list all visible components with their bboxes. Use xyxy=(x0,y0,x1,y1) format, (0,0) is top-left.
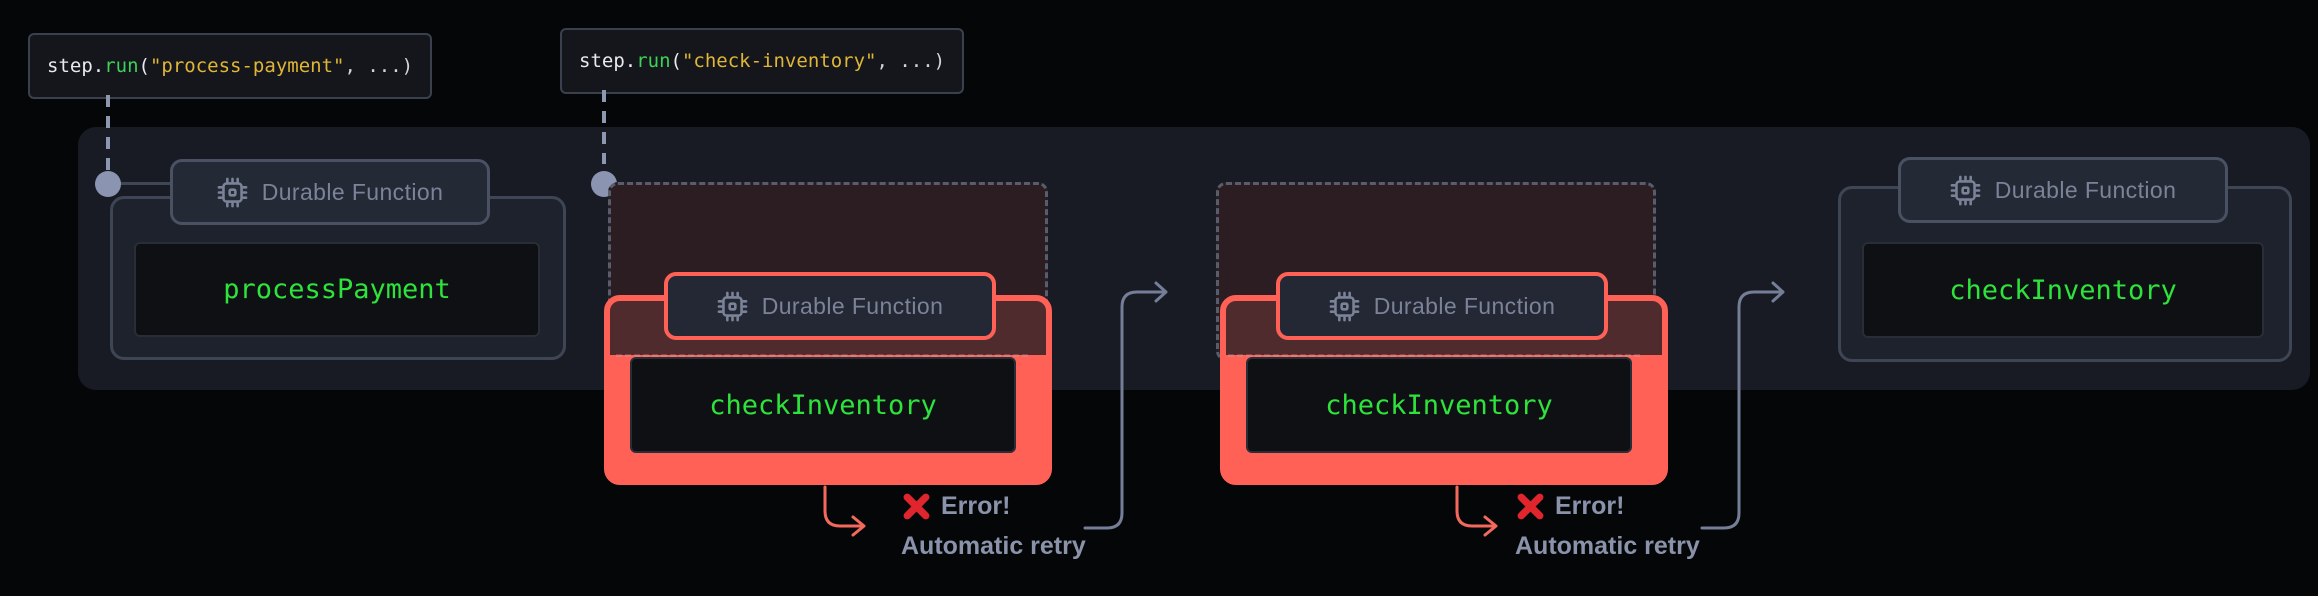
cpu-icon xyxy=(217,177,248,207)
error-annotation: Error! Automatic retry xyxy=(1515,489,1775,561)
durable-function-badge: Durable Function xyxy=(1898,157,2228,223)
flow-dot xyxy=(95,171,121,197)
function-name-box: processPayment xyxy=(134,242,540,337)
function-name: processPayment xyxy=(223,274,451,305)
function-name: checkInventory xyxy=(1949,274,2177,306)
dashed-connector xyxy=(602,90,606,164)
durable-function-badge: Durable Function xyxy=(664,272,996,340)
code-token: "check-inventory" xyxy=(681,50,877,72)
function-name-box: checkInventory xyxy=(1246,357,1632,453)
badge-label: Durable Function xyxy=(761,292,944,319)
code-token: step. xyxy=(47,55,105,77)
code-token: run xyxy=(104,55,139,77)
durable-function-badge: Durable Function xyxy=(170,159,490,225)
connector-line xyxy=(118,182,174,185)
error-x-icon xyxy=(903,493,930,519)
function-name-box: checkInventory xyxy=(630,357,1016,453)
cpu-icon xyxy=(717,291,748,321)
badge-label: Durable Function xyxy=(1373,292,1556,319)
durable-function-badge: Durable Function xyxy=(1276,272,1608,340)
code-token: ( xyxy=(670,50,682,72)
ghost-bottom-dashes xyxy=(1228,354,1640,357)
cpu-icon xyxy=(1950,175,1981,205)
ghost-bottom-dashes xyxy=(616,354,1028,357)
code-label-process-payment: step.run("process-payment", ...) xyxy=(28,33,433,99)
retry-label: Automatic retry xyxy=(901,532,1086,560)
function-name: checkInventory xyxy=(709,389,937,421)
error-label: Error! xyxy=(941,491,1011,520)
dashed-connector xyxy=(106,95,110,171)
badge-label: Durable Function xyxy=(1994,176,2177,203)
function-name-box: checkInventory xyxy=(1862,242,2264,338)
code-token: run xyxy=(636,50,671,72)
code-token: step. xyxy=(579,50,637,72)
function-name: checkInventory xyxy=(1325,389,1553,421)
code-token: , ...) xyxy=(344,55,414,77)
error-label: Error! xyxy=(1555,491,1625,520)
code-label-check-inventory: step.run("check-inventory", ...) xyxy=(560,28,965,94)
code-token: ( xyxy=(138,55,150,77)
code-token: , ...) xyxy=(876,50,946,72)
error-x-icon xyxy=(1517,493,1544,519)
badge-label: Durable Function xyxy=(261,178,444,205)
error-annotation: Error! Automatic retry xyxy=(901,489,1161,561)
retry-label: Automatic retry xyxy=(1515,532,1700,560)
code-token: "process-payment" xyxy=(149,55,345,77)
cpu-icon xyxy=(1329,291,1360,321)
